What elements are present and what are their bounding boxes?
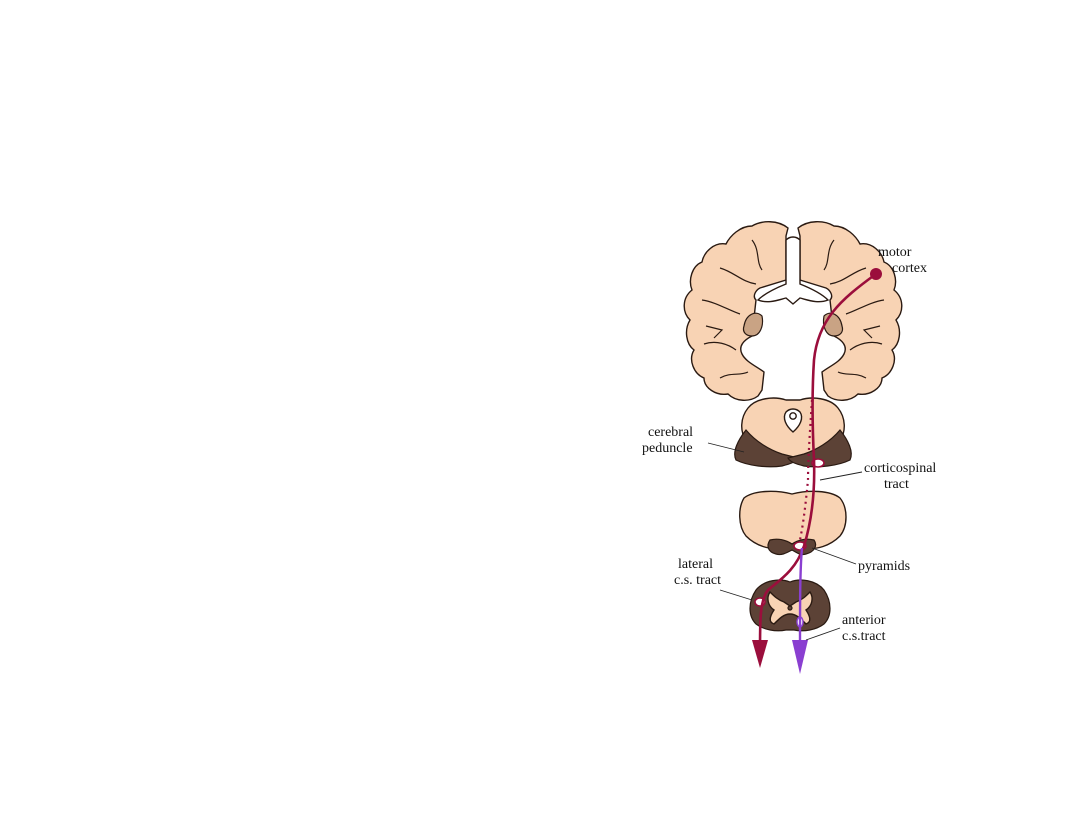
diagram-labels: motor cortex cerebral peduncle corticosp… [642, 245, 936, 644]
label-cerebral-line2: peduncle [642, 441, 693, 456]
corticospinal-fiber-dotted [798, 399, 814, 541]
left-cerebral-peduncle [734, 429, 799, 468]
label-motor-line1: motor [878, 245, 912, 260]
label-cerebral-line1: cerebral [648, 425, 693, 440]
label-motor-line2: cortex [892, 261, 927, 276]
leader-corticospinal [819, 471, 863, 481]
lateral-arrowhead [752, 640, 768, 668]
corticospinal-fiber-main [758, 272, 877, 651]
anterior-fiber [798, 547, 804, 651]
leader-lines [707, 442, 863, 641]
left-hemisphere [683, 221, 789, 401]
central-canal [787, 605, 793, 611]
motor-cortex-neuron [870, 268, 882, 280]
leader-pyramids [811, 547, 857, 565]
leader-lateral [719, 589, 753, 601]
brain-sulci [701, 239, 885, 379]
label-pyramids: pyramids [858, 559, 910, 574]
lateral-ventricles [756, 236, 830, 305]
left-basal-ganglia [742, 312, 764, 337]
label-anterior-line1: anterior [842, 613, 886, 628]
leader-cerebral-peduncle [707, 442, 745, 453]
medulla-body [739, 490, 847, 550]
medulla-section [739, 490, 847, 556]
label-corticospinal-line1: corticospinal [864, 461, 936, 476]
midbrain-section [734, 397, 852, 468]
label-corticospinal-line2: tract [884, 477, 909, 492]
label-lateral-line1: lateral [678, 557, 713, 572]
label-lateral-line2: c.s. tract [674, 573, 721, 588]
aqueduct-lumen [789, 412, 797, 420]
brain-coronal-section [683, 221, 903, 401]
cerebral-aqueduct [783, 408, 803, 433]
leader-anterior [805, 627, 841, 641]
anterior-arrowhead [792, 640, 808, 674]
right-hemisphere [797, 221, 903, 401]
corticospinal-pathway [752, 268, 882, 674]
label-anterior-line2: c.s.tract [842, 629, 886, 644]
